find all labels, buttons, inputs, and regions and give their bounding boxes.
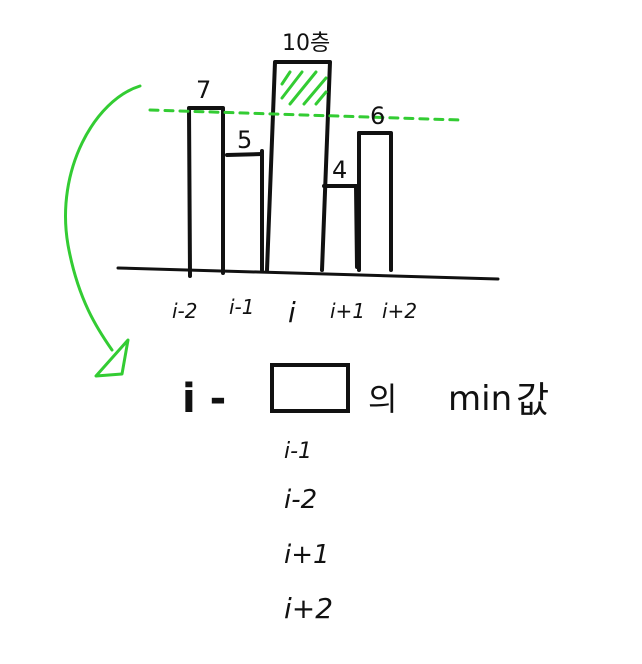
bar-i-minus-1 [225, 149, 264, 272]
x-axis-label: i-2 [172, 299, 198, 323]
bar-value-label: 10층 [282, 31, 330, 56]
candidate-item: i-1 [284, 439, 312, 464]
value-word: 값 [516, 380, 549, 421]
bar-i-plus-2 [357, 131, 393, 272]
bar-value-label: 6 [370, 102, 385, 130]
bar-value-label: 5 [237, 126, 252, 154]
x-axis-label: i [288, 296, 296, 329]
chart-baseline [116, 266, 500, 281]
water-level-line [148, 108, 462, 122]
candidate-item: i+2 [284, 592, 333, 625]
bar-i-plus-1 [322, 184, 359, 269]
bar-value-label: 4 [332, 156, 347, 184]
curved-arrow-icon [64, 84, 142, 378]
x-axis-label: i+2 [382, 299, 417, 323]
bar-i [265, 60, 332, 272]
bar-i-minus-2 [187, 106, 225, 278]
x-axis-label: i+1 [330, 299, 365, 323]
formula-suffix: 의 [368, 380, 397, 418]
candidate-item: i-2 [284, 485, 317, 515]
x-axis-label: i-1 [229, 295, 255, 319]
blank-box [270, 363, 350, 413]
candidate-item: i+1 [284, 540, 330, 570]
bar-value-label: 7 [196, 76, 211, 104]
water-fill-hatch [280, 70, 328, 106]
formula-prefix: i - [182, 376, 226, 422]
min-word: min [448, 379, 512, 419]
